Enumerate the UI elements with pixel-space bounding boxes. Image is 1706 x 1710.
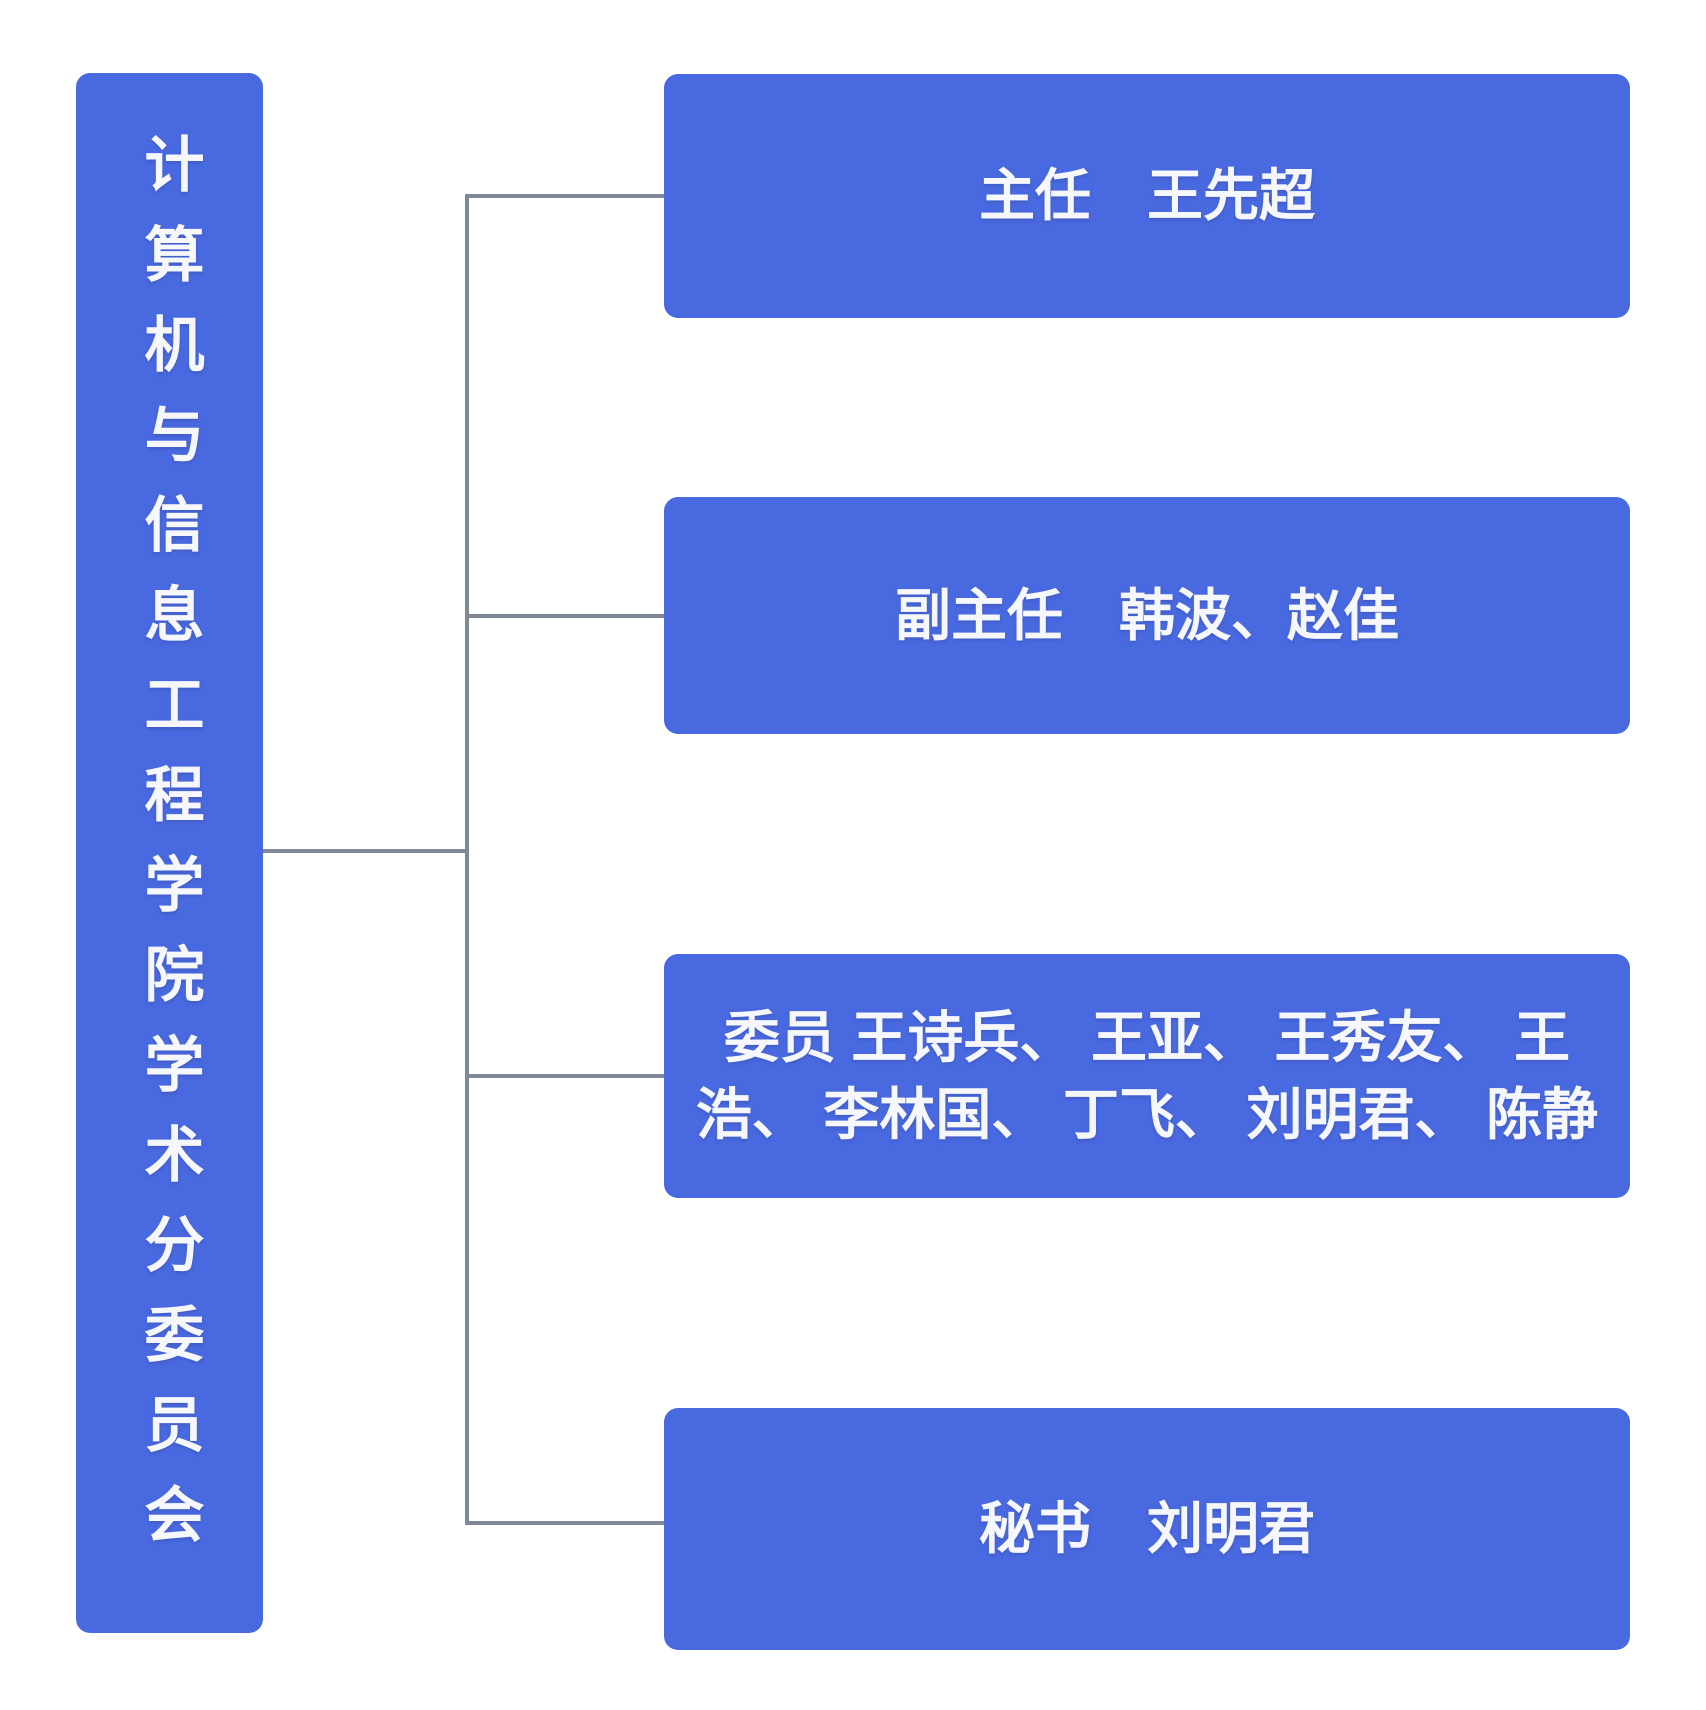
- connector-branch-deputy: [465, 614, 664, 618]
- node-secretary-label: 秘书 刘明君: [979, 1497, 1315, 1561]
- node-committee-members[interactable]: 委员 王诗兵、 王亚、 王秀友、 王浩、 李林国、 丁飞、 刘明君、 陈静: [664, 954, 1630, 1198]
- root-node-label: 计算机与信息工程学院学术分委员会: [136, 133, 203, 1573]
- node-committee-members-label: 委员 王诗兵、 王亚、 王秀友、 王浩、 李林国、 丁飞、 刘明君、 陈静: [695, 1005, 1599, 1146]
- connector-root-stub: [263, 849, 467, 853]
- connector-branch-secretary: [465, 1521, 664, 1525]
- node-director[interactable]: 主任 王先超: [664, 74, 1630, 318]
- connector-trunk: [465, 194, 469, 1525]
- node-director-label: 主任 王先超: [979, 164, 1315, 228]
- connector-branch-members: [465, 1074, 664, 1078]
- node-deputy-director[interactable]: 副主任 韩波、赵佳: [664, 497, 1630, 734]
- node-deputy-director-label: 副主任 韩波、赵佳: [895, 583, 1399, 647]
- root-node[interactable]: 计算机与信息工程学院学术分委员会: [76, 73, 263, 1633]
- connector-branch-director: [465, 194, 664, 198]
- node-secretary[interactable]: 秘书 刘明君: [664, 1408, 1630, 1650]
